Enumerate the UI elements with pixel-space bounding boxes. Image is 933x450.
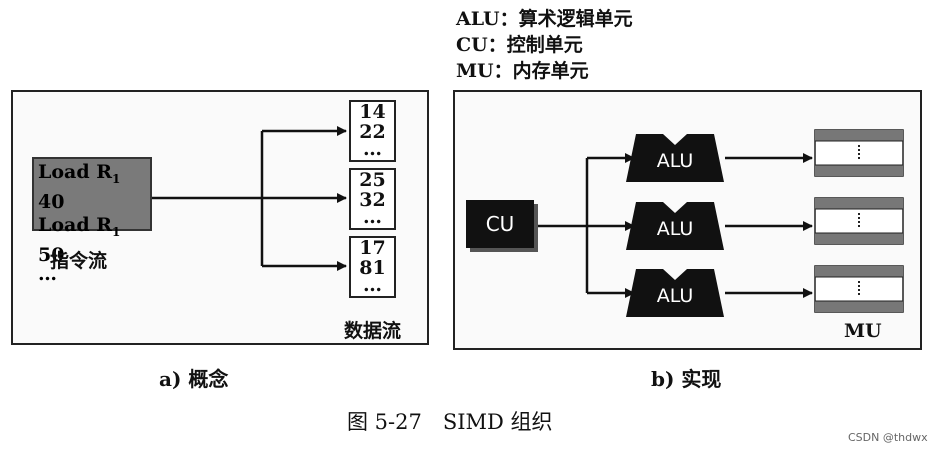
legend-alu: ALU：算术逻辑单元 [456,8,633,30]
data-box-3: 17 81 … [349,236,396,298]
memory-unit-2 [814,197,904,245]
data-stream-label: 数据流 [344,320,402,342]
concept-caption: a) 概念 [159,367,229,391]
control-unit-block: CU [466,200,534,248]
data-box-1: 14 22 … [349,100,396,162]
data-box-2: 25 32 … [349,168,396,230]
alu-shape-1 [626,134,724,182]
instruction-line-2: Load R1 50 [38,213,121,266]
memory-unit-1 [814,129,904,177]
legend: ALU：算术逻辑单元 CU：控制单元 MU：内存单元 [456,6,633,84]
legend-mu: MU：内存单元 [456,60,589,82]
watermark: CSDN @thdwx [848,431,928,444]
instruction-stream-label: 指令流 [50,250,108,272]
alu-label-1: ALU [656,150,694,172]
legend-cu: CU：控制单元 [456,34,583,56]
alu-label-3: ALU [656,285,694,307]
instruction-stream-box: Load R1 40 Load R1 50 … [32,157,152,283]
memory-unit-label: MU [844,320,882,342]
implementation-caption: b) 实现 [651,367,722,391]
alu-label-2: ALU [656,218,694,240]
instruction-line-1: Load R1 40 [38,161,121,213]
alu-shape-2 [626,202,724,250]
figure-caption: 图 5-27 SIMD 组织 [347,410,553,434]
alu-shape-3 [626,269,724,317]
memory-unit-3 [814,265,904,313]
instruction-more: … [38,262,57,285]
